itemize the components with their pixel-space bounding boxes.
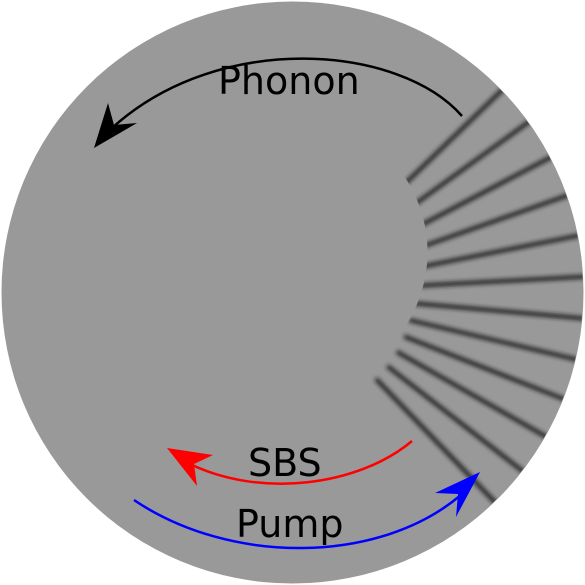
phonon-arrow-arc	[111, 57, 463, 129]
grating-line	[403, 334, 573, 405]
phonon-arrowhead	[94, 103, 137, 148]
pump-label: Pump	[236, 502, 343, 546]
grating-line	[409, 231, 583, 271]
grating-line	[386, 364, 531, 478]
sbs-arrow-arc	[185, 440, 413, 485]
phonon-label: Phonon	[218, 59, 360, 103]
sbs-arrowhead	[167, 448, 213, 486]
sbs-label: SBS	[248, 441, 322, 485]
pump-arrowhead	[435, 472, 480, 517]
grating-region	[374, 82, 583, 510]
grating-line	[412, 274, 583, 288]
grating-line	[374, 377, 503, 510]
grating-line	[397, 151, 560, 239]
grating-line	[404, 190, 577, 255]
grating-line	[411, 301, 583, 322]
grating-line	[395, 350, 555, 443]
pump-arrow-arc	[133, 493, 463, 550]
grating-line	[408, 318, 583, 364]
